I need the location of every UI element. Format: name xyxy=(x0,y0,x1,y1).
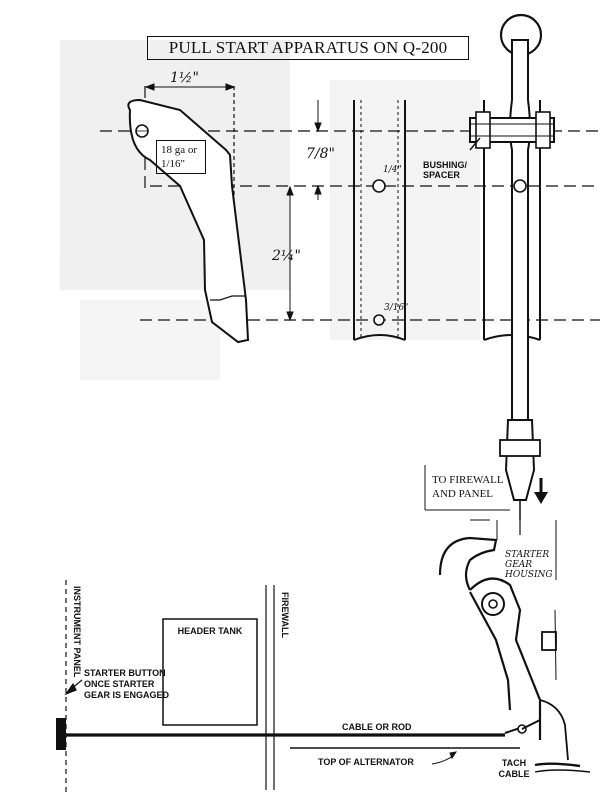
width-dimension-label: 1½" xyxy=(170,70,199,86)
cable-rod xyxy=(56,718,541,750)
firewall-lines xyxy=(265,585,275,790)
cable-label: CABLE OR ROD xyxy=(342,722,412,732)
starter-button-arrow xyxy=(64,679,83,696)
height-dimension xyxy=(286,185,294,322)
material-label: 18 ga or 1/16" xyxy=(156,140,206,174)
tach-cable-label: TACH CABLE xyxy=(498,758,530,779)
height-dimension-label: 2¼" xyxy=(272,248,301,264)
scan-smudge xyxy=(60,40,480,380)
page-title: PULL START APPARATUS ON Q-200 xyxy=(147,36,469,60)
width-dimension xyxy=(144,83,236,91)
bushing-label: BUSHING/ SPACER xyxy=(423,160,468,180)
to-firewall-label: TO FIREWALL AND PANEL xyxy=(432,474,504,500)
firewall-label: FIREWALL xyxy=(280,592,290,638)
starter-button-label: STARTER BUTTON ONCE STARTER GEAR IS ENGA… xyxy=(84,668,170,700)
hole-bottom-label: 3/16" xyxy=(384,303,409,313)
to-firewall-arrow xyxy=(424,465,548,511)
thickness-dimension-label: 7/8" xyxy=(306,146,335,162)
middle-plate xyxy=(353,100,406,341)
thickness-dimension xyxy=(314,100,322,200)
starter-housing-label: STARTER GEAR HOUSING xyxy=(505,550,553,580)
header-tank xyxy=(162,618,258,726)
instrument-panel-label: INSTRUMENT PANEL xyxy=(72,586,82,678)
alternator-line xyxy=(290,747,520,765)
bracket-part xyxy=(127,98,250,344)
starter-linkage xyxy=(438,519,591,773)
right-assembly xyxy=(469,13,555,535)
header-tank-label: HEADER TANK xyxy=(177,626,243,636)
hole-top-label: 1/4" xyxy=(383,165,402,175)
alternator-label: TOP OF ALTERNATOR xyxy=(318,757,414,767)
